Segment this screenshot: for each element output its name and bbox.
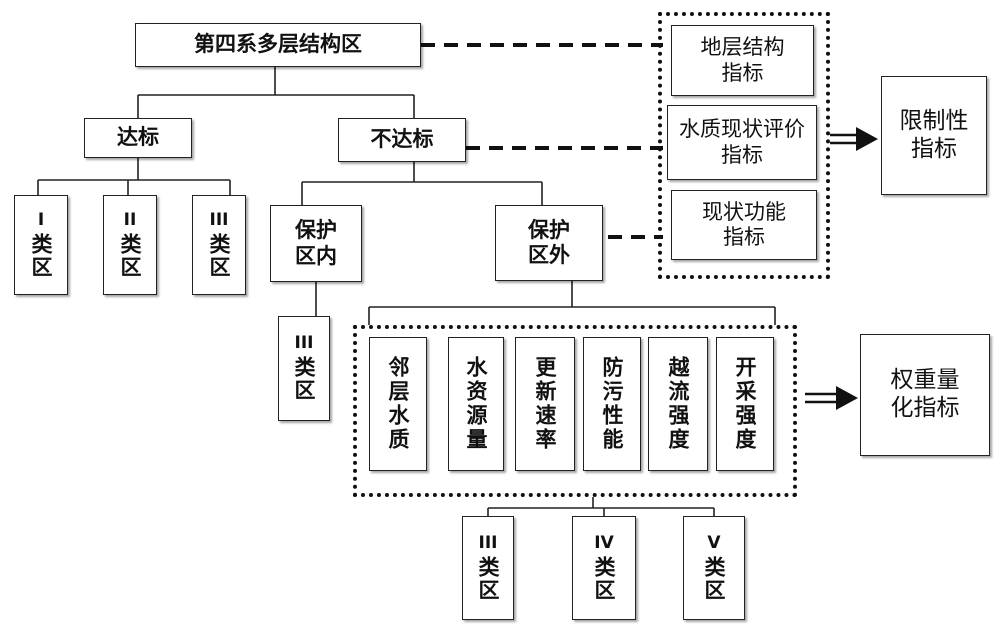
weight-item-4-label: 防污性能 xyxy=(600,356,624,452)
weight-item-1-box: 邻层水质 xyxy=(369,337,427,471)
outside-class-2-label: 类区 xyxy=(592,555,616,602)
limit-item-1-label: 地层结构指标 xyxy=(700,35,785,85)
limiting-result-label: 限制性指标 xyxy=(899,107,969,162)
pass-class-1-box: I 类区 xyxy=(14,195,68,295)
inside-zone-label: 保护区内 xyxy=(295,218,337,268)
weight-item-5-label: 越流强度 xyxy=(666,356,690,452)
outside-class-2-box: IV 类区 xyxy=(572,516,636,620)
pass-class-3-label: 类区 xyxy=(207,232,231,279)
fail-node-label: 不达标 xyxy=(370,127,434,152)
pass-node-label: 达标 xyxy=(117,125,159,150)
weight-indicators-group xyxy=(353,325,797,497)
limiting-indicators-group xyxy=(658,12,830,279)
limit-item-1-box: 地层结构指标 xyxy=(671,25,814,96)
outside-class-2-numeral: IV xyxy=(594,532,614,553)
weight-result-box: 权重量化指标 xyxy=(860,334,990,456)
outside-zone-label: 保护区外 xyxy=(528,217,570,267)
root-node-box: 第四系多层结构区 xyxy=(135,23,421,67)
weight-item-1-label: 邻层水质 xyxy=(386,356,410,452)
limit-item-2-label: 水质现状评价指标 xyxy=(679,117,805,167)
weight-item-2-label: 水资源量 xyxy=(464,356,488,452)
weight-result-label: 权重量化指标 xyxy=(890,367,960,421)
limit-item-2-box: 水质现状评价指标 xyxy=(667,105,817,180)
outside-class-3-numeral: V xyxy=(707,532,721,553)
outside-class-3-box: V 类区 xyxy=(683,516,745,620)
outside-class-1-label: 类区 xyxy=(476,555,500,602)
inside-class-label: 类区 xyxy=(292,356,316,402)
inside-class-box: III 类区 xyxy=(278,316,330,421)
weight-item-4-box: 防污性能 xyxy=(583,337,641,471)
weight-item-5-box: 越流强度 xyxy=(648,337,708,471)
pass-class-2-numeral: II xyxy=(123,209,137,230)
weight-item-3-label: 更新速率 xyxy=(533,356,557,452)
fail-node-box: 不达标 xyxy=(338,118,466,162)
outside-class-3-label: 类区 xyxy=(702,555,726,602)
pass-class-3-numeral: III xyxy=(209,209,229,230)
root-node-label: 第四系多层结构区 xyxy=(194,32,362,57)
pass-class-1-label: 类区 xyxy=(29,232,53,279)
outside-class-1-numeral: III xyxy=(478,532,498,553)
outside-class-1-box: III 类区 xyxy=(462,516,514,620)
limit-item-3-box: 现状功能指标 xyxy=(671,190,817,260)
pass-node-box: 达标 xyxy=(84,118,192,158)
limiting-result-box: 限制性指标 xyxy=(881,76,987,195)
weight-item-6-label: 开采强度 xyxy=(733,356,757,452)
limit-item-3-label: 现状功能指标 xyxy=(702,199,786,249)
pass-class-3-box: III 类区 xyxy=(192,195,246,295)
pass-class-2-box: II 类区 xyxy=(103,195,157,295)
weight-item-6-box: 开采强度 xyxy=(716,337,774,471)
pass-class-1-numeral: I xyxy=(37,209,45,230)
outside-zone-box: 保护区外 xyxy=(495,205,603,281)
weight-item-2-box: 水资源量 xyxy=(448,337,504,471)
weight-item-3-box: 更新速率 xyxy=(515,337,575,471)
inside-class-numeral: III xyxy=(294,333,314,353)
pass-class-2-label: 类区 xyxy=(118,232,142,279)
inside-zone-box: 保护区内 xyxy=(270,205,362,282)
